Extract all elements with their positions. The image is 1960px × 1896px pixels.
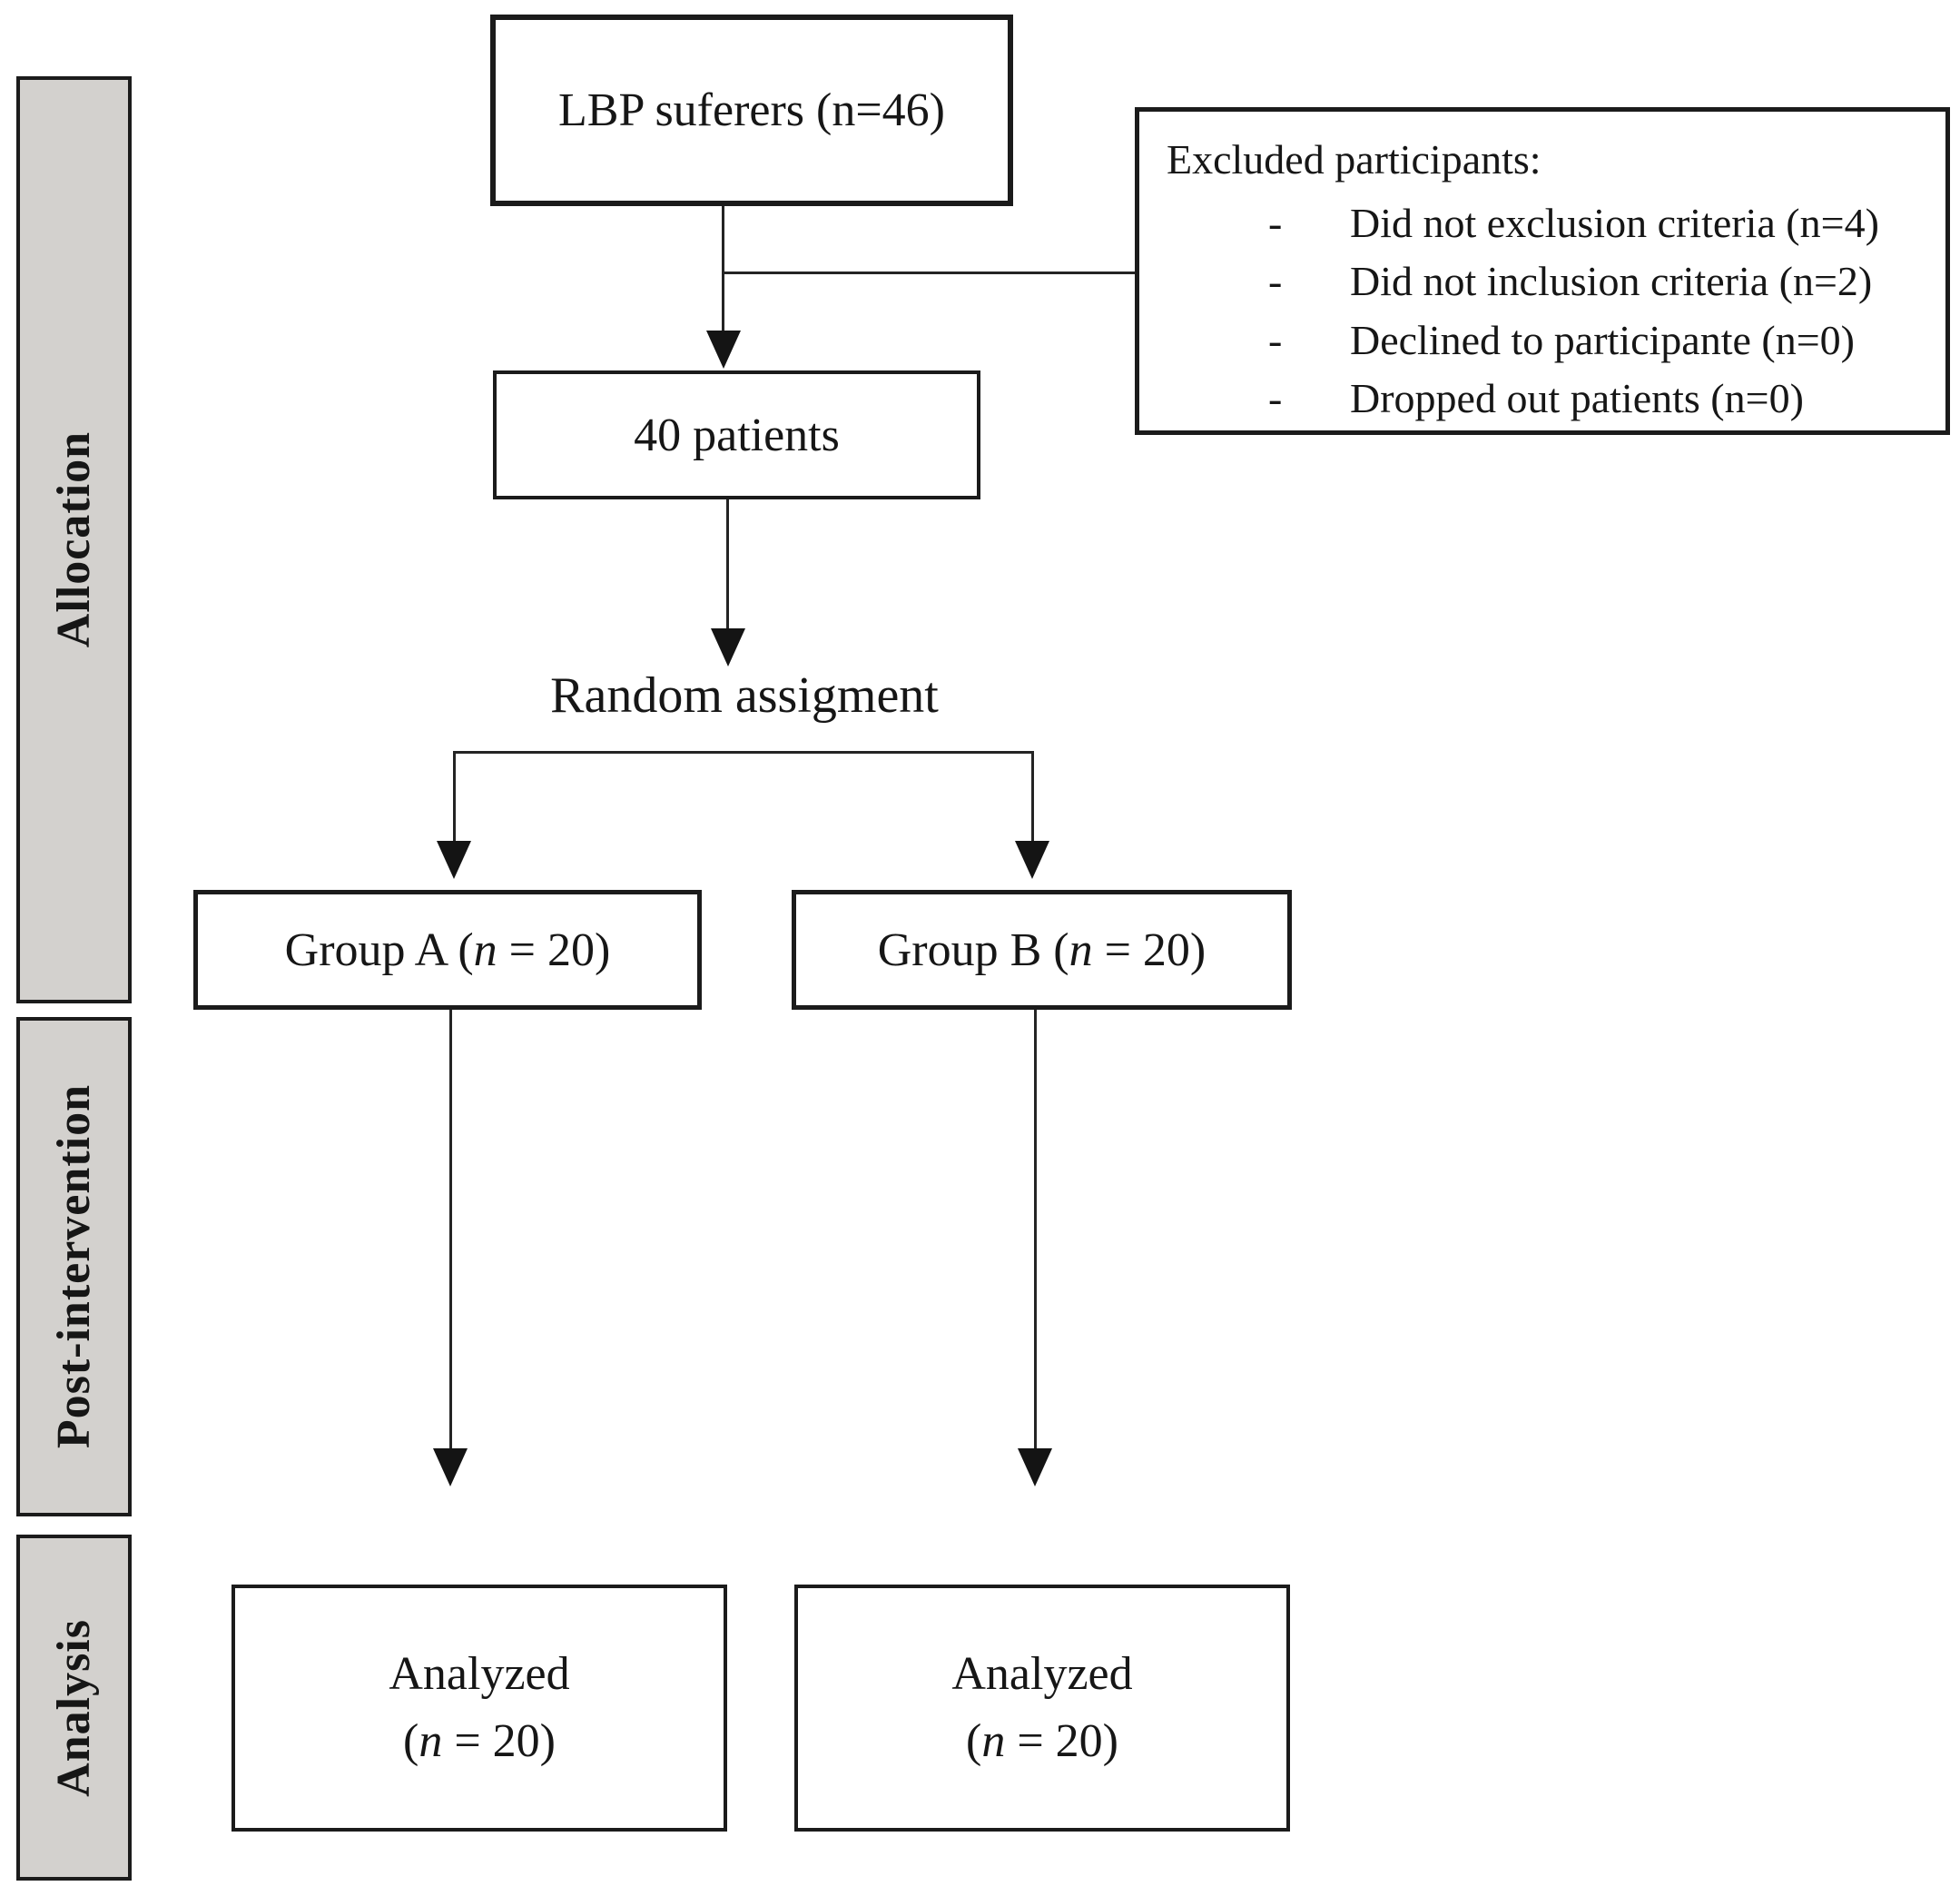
dash-bullet: - <box>1268 375 1283 422</box>
excluded-title: Excluded participants: <box>1167 136 1541 183</box>
arrow-down-icon <box>433 1448 468 1486</box>
arrow-down-icon <box>711 628 745 667</box>
allocated-patients-label: 40 patients <box>634 409 840 461</box>
group-a-label: Group A (n = 20) <box>284 923 611 976</box>
analyzed-a-box: Analyzed (n = 20) <box>231 1585 727 1832</box>
analyzed-a-label: Analyzed (n = 20) <box>389 1641 569 1775</box>
arrow-down-icon <box>1018 1448 1052 1486</box>
analyzed-b-box: Analyzed (n = 20) <box>794 1585 1290 1832</box>
connector-line <box>1034 1010 1037 1449</box>
excluded-item: - Dropped out patients (n=0) <box>1268 370 1929 428</box>
group-b-box: Group B (n = 20) <box>792 890 1292 1010</box>
stage-box-post-intervention: Post-intervention <box>16 1017 132 1516</box>
excluded-participants-box: Excluded participants: - Did not exclusi… <box>1135 107 1950 435</box>
analyzed-b-line2: (n = 20) <box>966 1715 1118 1767</box>
stage-label-analysis: Analysis <box>48 1618 100 1797</box>
excluded-item-text: Did not exclusion criteria (n=4) <box>1350 200 1879 246</box>
connector-line <box>726 499 729 628</box>
n-variable: n <box>981 1715 1006 1767</box>
branch-line <box>454 751 1034 754</box>
excluded-item: - Declined to participante (n=0) <box>1268 311 1929 370</box>
allocated-patients-box: 40 patients <box>493 370 980 499</box>
analyzed-b-line1: Analyzed <box>951 1648 1133 1701</box>
excluded-item: - Did not exclusion criteria (n=4) <box>1268 194 1929 252</box>
enrollment-box: LBP suferers (n=46) <box>490 15 1013 206</box>
group-b-label: Group B (n = 20) <box>877 923 1207 976</box>
dash-bullet: - <box>1268 258 1283 305</box>
connector-line <box>722 206 724 333</box>
dash-bullet: - <box>1268 316 1283 363</box>
stage-box-analysis: Analysis <box>16 1535 132 1881</box>
stage-box-allocation: Allocation <box>16 76 132 1003</box>
enrollment-box-label: LBP suferers (n=46) <box>558 84 945 136</box>
stage-label-allocation: Allocation <box>48 431 100 648</box>
arrow-down-icon <box>437 841 471 879</box>
n-variable: n <box>1069 923 1093 976</box>
analyzed-b-label: Analyzed (n = 20) <box>951 1641 1132 1775</box>
analyzed-a-line1: Analyzed <box>389 1648 570 1701</box>
excluded-item-text: Dropped out patients (n=0) <box>1350 375 1804 422</box>
dash-bullet: - <box>1268 200 1283 246</box>
connector-line <box>449 1010 452 1449</box>
randomization-label: Random assigment <box>550 667 939 724</box>
stage-label-post-intervention: Post-intervention <box>48 1084 100 1449</box>
connector-line <box>1031 751 1034 842</box>
connector-line <box>453 751 456 842</box>
arrow-down-icon <box>706 331 741 369</box>
n-variable: n <box>473 923 497 976</box>
connector-line-to-excluded <box>724 272 1135 274</box>
arrow-down-icon <box>1015 841 1049 879</box>
excluded-item-text: Declined to participante (n=0) <box>1350 316 1855 363</box>
excluded-item: - Did not inclusion criteria (n=2) <box>1268 252 1929 311</box>
group-a-box: Group A (n = 20) <box>193 890 702 1010</box>
excluded-item-text: Did not inclusion criteria (n=2) <box>1350 258 1873 305</box>
analyzed-a-line2: (n = 20) <box>403 1715 556 1767</box>
n-variable: n <box>419 1715 443 1767</box>
